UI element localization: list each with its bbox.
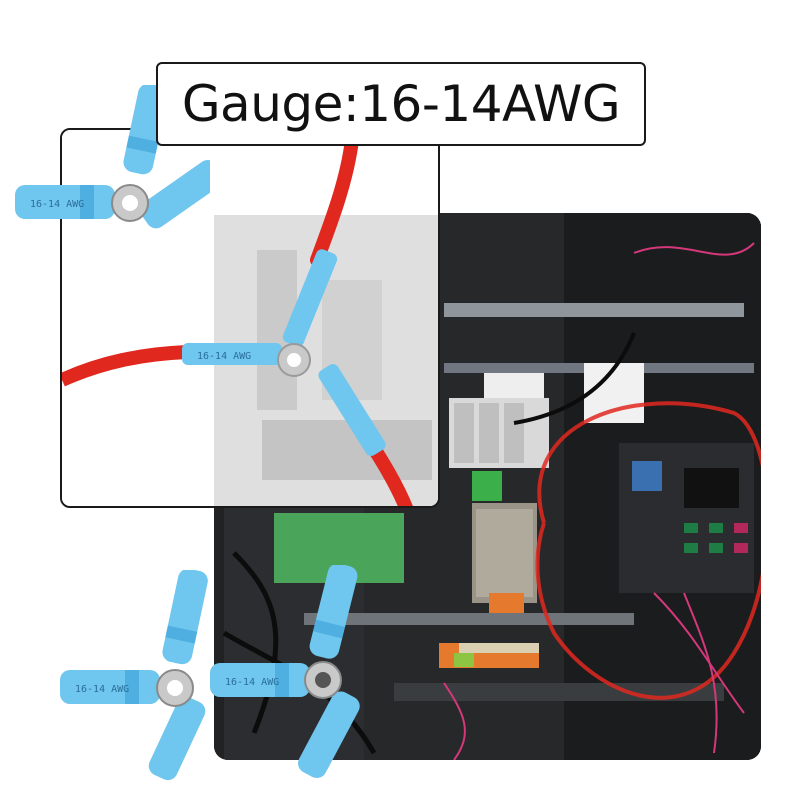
connector-bottom-left: 16-14 AWG: [55, 570, 225, 795]
bottom-right-marking: 16-14 AWG: [225, 677, 279, 688]
gauge-label-box: Gauge:16-14AWG: [156, 62, 646, 146]
inset-closeup-illustration: 16-14 AWG: [62, 130, 438, 506]
inset-left-marking: 16-14 AWG: [197, 351, 251, 362]
electrical-cabinet-photo: [214, 213, 761, 760]
cabinet-illustration: [214, 213, 761, 760]
connector-bottom-right: 16-14 AWG: [205, 565, 395, 795]
gauge-title: Gauge:16-14AWG: [181, 75, 621, 133]
top-left-marking: 16-14 AWG: [30, 199, 84, 210]
bottom-left-marking: 16-14 AWG: [75, 684, 129, 695]
